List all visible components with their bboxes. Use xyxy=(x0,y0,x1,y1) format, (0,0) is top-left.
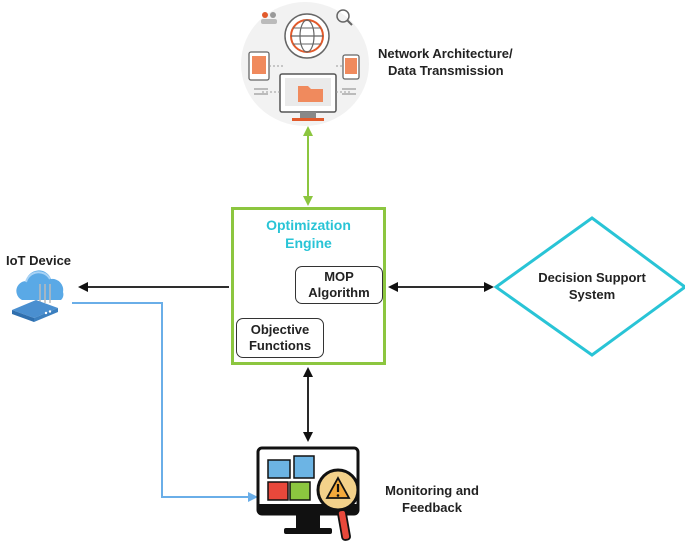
network-title: Network Architecture/ xyxy=(378,46,513,61)
monitoring-label: Monitoring and Feedback xyxy=(372,482,492,516)
network-label: Network Architecture/ Data Transmission xyxy=(378,45,513,79)
objective-line2: Functions xyxy=(248,338,312,353)
engine-title-line1: Optimization xyxy=(266,217,351,233)
network-subtitle: Data Transmission xyxy=(388,63,504,78)
dss-diamond xyxy=(493,216,685,357)
mop-line1: MOP xyxy=(324,269,354,284)
engine-title-line2: Engine xyxy=(285,235,332,251)
iot-cloud-router-icon xyxy=(12,270,64,322)
network-globe-icon xyxy=(241,2,369,126)
objective-line1: Objective xyxy=(250,322,310,337)
mop-algorithm-box: MOP Algorithm xyxy=(295,266,383,304)
dss-line2: System xyxy=(568,287,616,302)
monitoring-line2: Feedback xyxy=(402,500,462,515)
dss-label: Decision Support System xyxy=(512,269,672,303)
optimization-engine-box: Optimization Engine MOP Algorithm Object… xyxy=(231,207,386,365)
monitor-puzzle-warning-icon xyxy=(256,446,360,541)
dss-line1: Decision Support xyxy=(538,270,646,285)
arrow-iot-monitoring xyxy=(72,302,258,502)
iot-label: IoT Device xyxy=(6,253,72,268)
objective-functions-box: Objective Functions xyxy=(236,318,324,358)
engine-title: Optimization Engine xyxy=(234,216,383,252)
mop-line2: Algorithm xyxy=(308,285,370,300)
monitoring-line1: Monitoring and xyxy=(385,483,479,498)
